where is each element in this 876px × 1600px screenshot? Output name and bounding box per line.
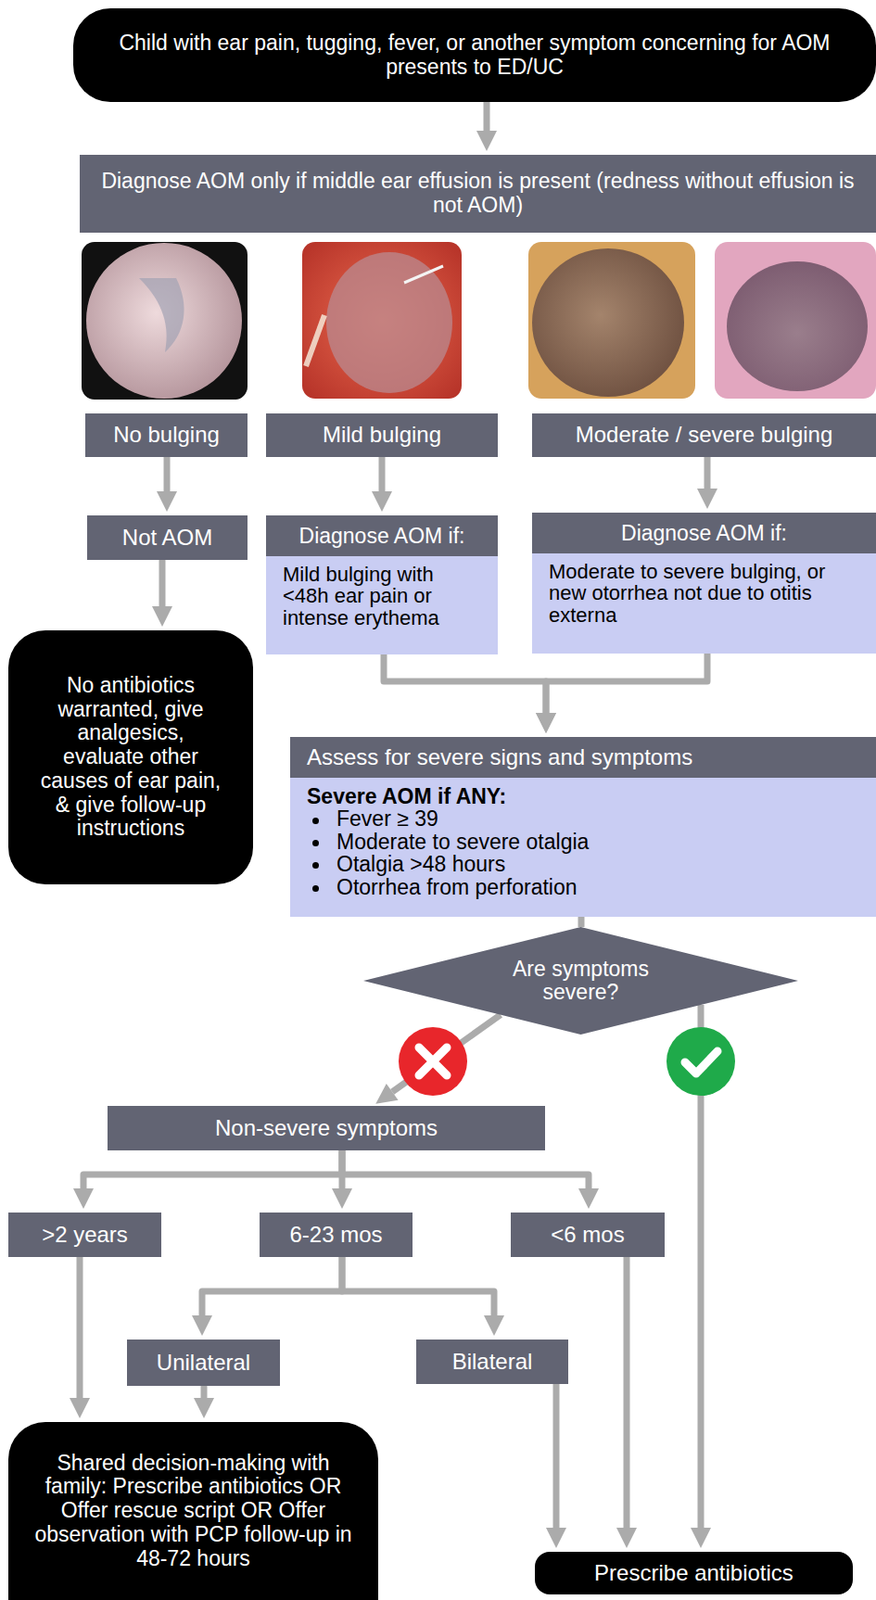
red-circle [398, 1027, 468, 1096]
eardrum [326, 252, 453, 394]
node-text: Diagnose AOM if: [299, 523, 466, 549]
flow-arrow [383, 654, 546, 713]
flow-arrow [545, 653, 708, 713]
criteria-band: Diagnose AOM only if middle ear effusion… [79, 154, 876, 233]
node-text: Severe AOM if ANY: [306, 785, 860, 808]
node-text: <6 mos [550, 1222, 624, 1248]
side-box: Bilateral [416, 1339, 569, 1384]
no-symbol [398, 1027, 468, 1096]
result-box: Not AOM [87, 515, 248, 560]
process-box: Non-severe symptoms [107, 1105, 546, 1151]
cross-mark [418, 1047, 447, 1076]
diamond-outline [363, 926, 799, 1035]
node-text: Unilateral [156, 1350, 251, 1376]
flow-arrow [202, 1256, 343, 1316]
age-box: 6-23 mos [259, 1212, 413, 1257]
eardrum [86, 242, 242, 399]
flow-arrow [342, 1150, 589, 1189]
criteria-box: Diagnose AOM if: Moderate to severe bulgi… [532, 512, 876, 654]
box-header: Diagnose AOM if: [266, 515, 498, 557]
node-text: >2 years [41, 1222, 128, 1248]
node-text: Fever ≥ 39 [306, 807, 860, 830]
flow-arrow [83, 1150, 343, 1189]
node-text: Mild bulging with <48h ear pain or inten… [282, 563, 482, 629]
box-header: Diagnose AOM if: [532, 512, 876, 554]
node-text: Bilateral [452, 1349, 534, 1375]
decision-diamond: Are symptoms severe? [363, 926, 799, 1035]
node-text: Moderate to severe otalgia [306, 830, 860, 853]
flow-arrow [164, 457, 171, 492]
outcome-terminal: Prescribe antibiotics [534, 1551, 853, 1595]
outcome-terminal: Shared decision-making with family: Pres… [8, 1421, 379, 1600]
flow-arrow [342, 1256, 495, 1316]
box-header: Assess for severe signs and symptoms [290, 736, 876, 778]
assessment-box: Assess for severe signs and symptomsSeve… [290, 736, 876, 917]
node-text: No bulging [113, 422, 220, 448]
photo-frame [302, 241, 462, 399]
box-body: Severe AOM if ANY:Fever ≥ 39Moderate to … [290, 777, 876, 917]
node-text: Not AOM [122, 525, 213, 551]
photo-frame [528, 241, 696, 399]
node-text: Moderate / severe bulging [575, 422, 834, 448]
node-text: Moderate to severe bulging, or new otorr… [548, 560, 860, 626]
ear-photo [714, 241, 876, 399]
flow-arrow [159, 559, 166, 607]
ear-photo [81, 241, 248, 400]
node-text: Assess for severe signs and symptoms [306, 744, 693, 771]
node-text: Non-severe symptoms [215, 1116, 438, 1142]
flow-arrow [76, 1256, 84, 1398]
start-terminal: Child with ear pain, tugging, fever, or … [73, 8, 876, 102]
node-text: No antibiotics warranted, give analgesic… [36, 673, 226, 841]
outcome-terminal: No antibiotics warranted, give analgesic… [8, 630, 254, 885]
malleus [139, 278, 185, 353]
age-box: <6 mos [510, 1212, 665, 1257]
box-body: Moderate to severe bulging, or new otorr… [532, 553, 876, 654]
side-box: Unilateral [126, 1339, 280, 1386]
node-text: Shared decision-making with family: Pres… [28, 1451, 358, 1572]
box-body: Mild bulging with <48h ear pain or inten… [266, 556, 498, 655]
green-circle [666, 1027, 736, 1096]
node-text: Otorrhea from perforation [306, 876, 860, 899]
ear-photo [528, 241, 696, 399]
node-text: Mild bulging [322, 422, 442, 448]
category-box: Mild bulging [266, 413, 498, 458]
node-text: 6-23 mos [289, 1222, 382, 1248]
flow-arrow [623, 1256, 631, 1528]
ear-photo [302, 241, 462, 399]
flow-arrow [201, 1385, 208, 1398]
flow-arrow [553, 1383, 560, 1528]
eardrum [726, 261, 868, 392]
eardrum [532, 248, 685, 397]
criteria-box: Diagnose AOM if: Mild bulging with <48h e… [266, 515, 498, 655]
category-box: Moderate / severe bulging [532, 413, 876, 458]
photo-frame [81, 241, 248, 400]
age-box: >2 years [8, 1212, 162, 1257]
node-text: Diagnose AOM only if middle ear effusion… [98, 169, 858, 218]
node-text: Are symptoms severe? [499, 957, 662, 1005]
light-reflex [305, 315, 325, 367]
flow-arrow [704, 457, 711, 489]
photo-frame [714, 241, 876, 399]
yes-symbol [666, 1027, 736, 1096]
node-text: Child with ear pain, tugging, fever, or … [101, 31, 849, 80]
flow-arrow [483, 101, 491, 131]
category-box: No bulging [85, 413, 248, 458]
flow-arrow [379, 457, 386, 492]
check-mark [685, 1051, 718, 1074]
instrument [404, 266, 444, 283]
flow-arrow [578, 916, 585, 927]
node-text: Otalgia >48 hours [306, 852, 860, 876]
node-text: Prescribe antibiotics [594, 1561, 794, 1587]
node-text: Diagnose AOM if: [621, 520, 788, 546]
